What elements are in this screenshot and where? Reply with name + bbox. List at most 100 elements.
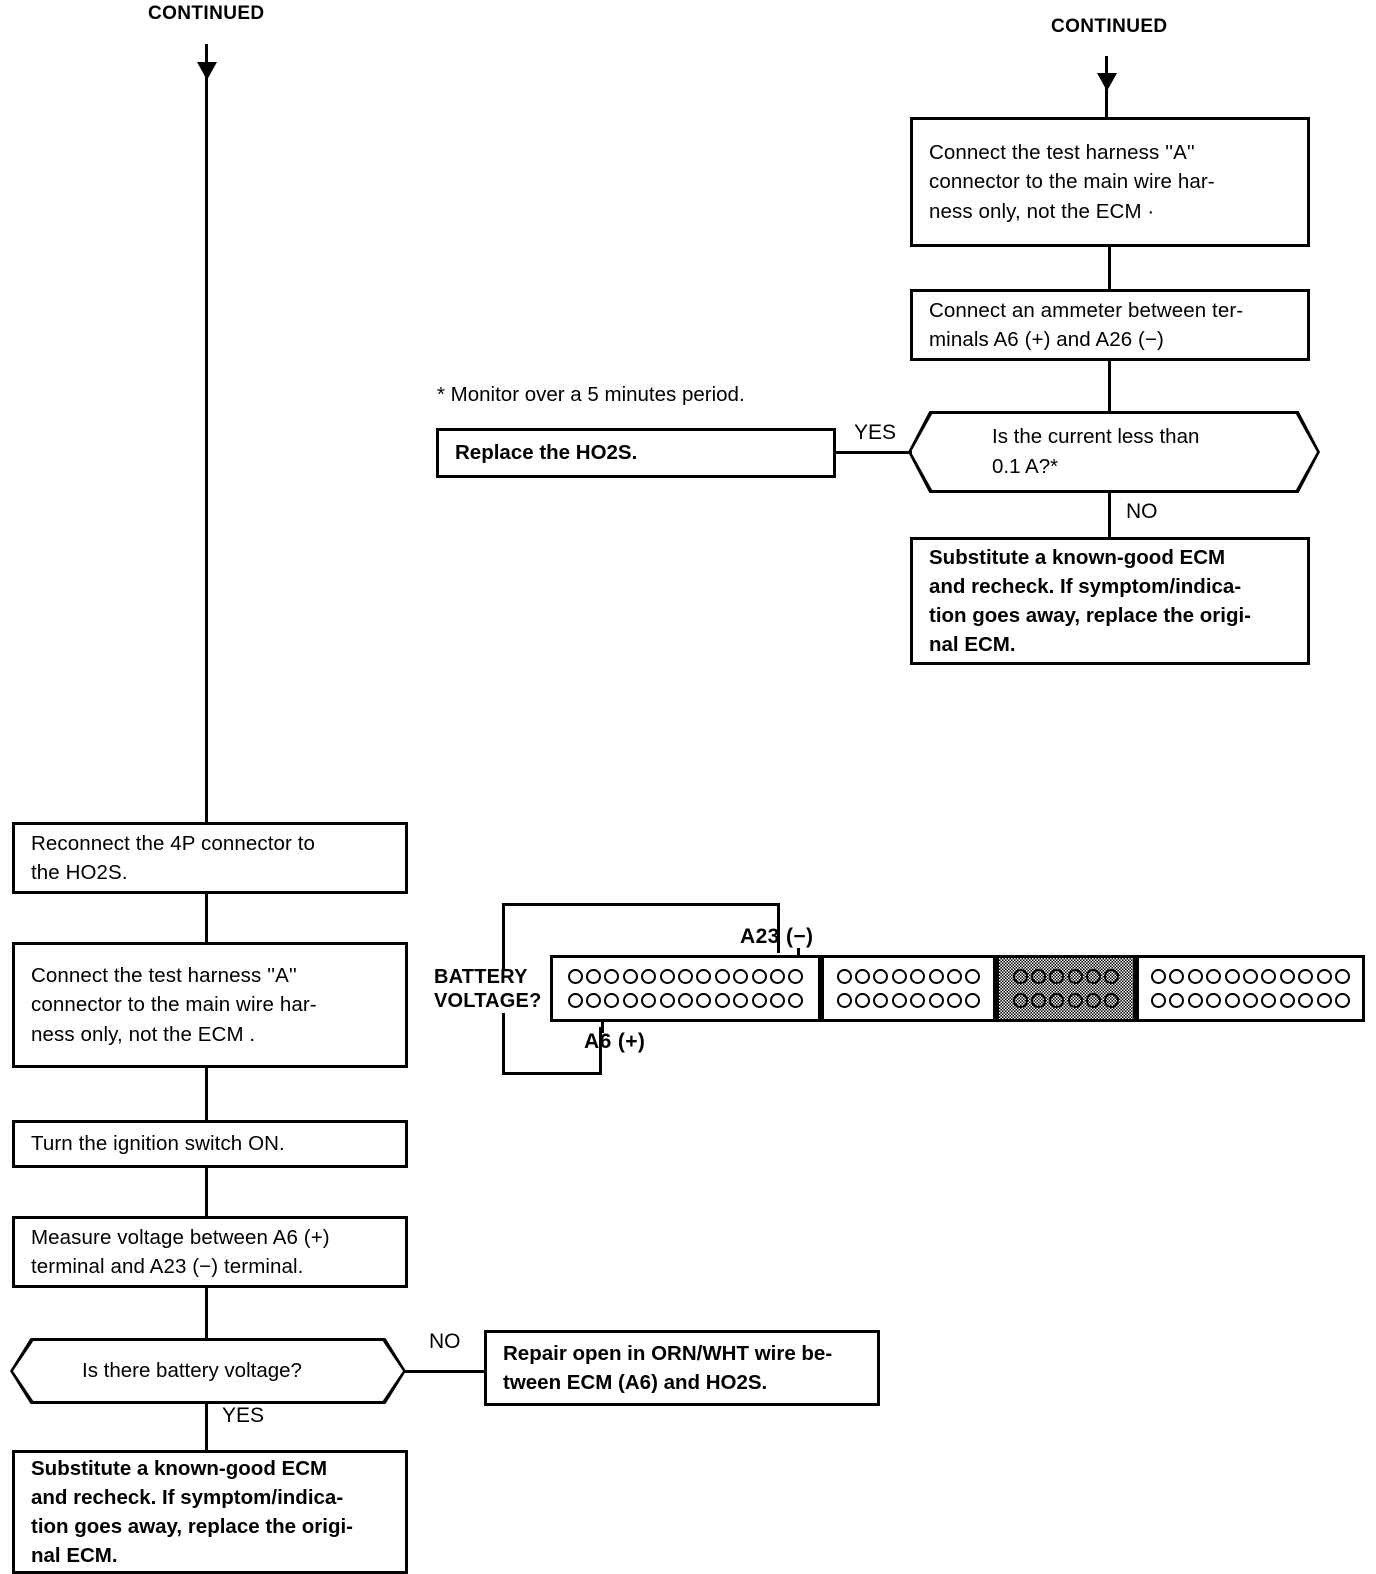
pin [1187,969,1203,984]
pin [1030,993,1046,1008]
pin-block-3 [996,955,1136,1022]
pin [891,993,907,1008]
decision-current-less-than: Is the current less than 0.1 A?* [908,411,1320,493]
pin [733,969,749,984]
box-substitute-ecm-left: Substitute a known-good ECM and recheck.… [12,1450,408,1574]
yes-branch-line-voltage [205,1402,208,1450]
pin [928,993,944,1008]
battery-voltage-bracket-bottom [502,1072,602,1075]
box-measure-voltage-text: Measure voltage between A6 (+) terminal … [31,1225,330,1278]
pin [1012,969,1028,984]
box-connect-test-harness-left: Connect the test harness ''A'' connector… [12,942,408,1068]
connector-harness-to-ignition [205,1068,208,1120]
box-repair-open-wire: Repair open in ORN/WHT wire be- tween EC… [484,1330,880,1406]
pin [696,969,712,984]
footnote-monitor-period: * Monitor over a 5 minutes period. [437,383,745,406]
pin [659,993,675,1008]
pin [714,969,730,984]
continued-label-right: CONTINUED [1051,16,1168,37]
pin [1224,993,1240,1008]
decision-battery-voltage: Is there battery voltage? [10,1338,406,1404]
battery-voltage-bracket-left-lower [502,1013,505,1075]
pin-block-2 [821,955,996,1022]
pin [622,993,638,1008]
battery-voltage-bracket-top [502,903,780,906]
pin [751,969,767,984]
pin [659,969,675,984]
pin-block-4 [1136,955,1365,1022]
pin [769,969,785,984]
pin [788,993,804,1008]
box-connect-test-harness-right-text: Connect the test harness ''A'' connector… [929,141,1215,223]
decision-battery-voltage-inner [13,1341,403,1401]
pin [1298,993,1314,1008]
entry-arrowhead-left [197,62,217,80]
pin [1012,993,1028,1008]
no-label-current: NO [1126,500,1158,523]
pin [1030,969,1046,984]
box-reconnect-4p-connector: Reconnect the 4P connector to the HO2S. [12,822,408,894]
pin [1086,969,1102,984]
pin [586,993,602,1008]
pin [1279,969,1295,984]
pin [1334,993,1350,1008]
pin [855,993,871,1008]
left-spine-line [205,80,208,822]
pin [1104,993,1120,1008]
pin [714,993,730,1008]
pin [1049,993,1065,1008]
pin [641,993,657,1008]
no-branch-line-current [1108,490,1111,537]
box-turn-ignition-on-text: Turn the ignition switch ON. [31,1132,285,1156]
pin-label-a23: A23 (−) [740,925,814,948]
pin [1067,969,1083,984]
pin [567,969,583,984]
pin [1224,969,1240,984]
pin [1151,993,1167,1008]
pin [751,993,767,1008]
pin-block-3-bottom-row [1012,989,1120,1013]
pin-label-a6: A6 (+) [584,1030,646,1053]
pin [567,993,583,1008]
decision-current-text: Is the current less than 0.1 A?* [992,425,1200,478]
pin [586,969,602,984]
pin [1316,969,1332,984]
pin [1049,969,1065,984]
no-label-voltage: NO [429,1330,461,1353]
pin [855,969,871,984]
box-measure-voltage: Measure voltage between A6 (+) terminal … [12,1216,408,1288]
pin [769,993,785,1008]
decision-current-inner [911,414,1317,490]
pin [965,993,981,1008]
box-turn-ignition-on: Turn the ignition switch ON. [12,1120,408,1168]
decision-battery-voltage-text: Is there battery voltage? [82,1359,302,1383]
box-replace-ho2s-text: Replace the HO2S. [455,441,638,465]
pin [1243,993,1258,1008]
connector-ammeter-to-decision [1108,361,1111,413]
pin-block-4-bottom-row [1151,989,1350,1013]
pin [1086,993,1102,1008]
box-connect-test-harness-right: Connect the test harness ''A'' connector… [910,117,1310,247]
connector-measure-to-decision [205,1288,208,1338]
pin [1243,969,1258,984]
pin-block-4-top-row [1151,965,1350,989]
pin [1151,969,1167,984]
pin [696,993,712,1008]
box-connect-ammeter-text: Connect an ammeter between ter- minals A… [929,298,1244,351]
connector-harness-to-ammeter [1108,247,1111,289]
pin [873,993,889,1008]
pin [1261,993,1277,1008]
pin [1104,969,1120,984]
pin-block-2-top-row [836,965,981,989]
pin [965,969,981,984]
pin [1169,969,1185,984]
pin [928,969,944,984]
pin [1334,969,1350,984]
box-repair-open-wire-text: Repair open in ORN/WHT wire be- tween EC… [503,1341,833,1394]
pin-block-1-top-row [567,965,804,989]
continued-label-left: CONTINUED [148,3,265,24]
pin-block-1 [550,955,821,1022]
yes-label-current: YES [854,421,897,444]
pin [1206,993,1222,1008]
